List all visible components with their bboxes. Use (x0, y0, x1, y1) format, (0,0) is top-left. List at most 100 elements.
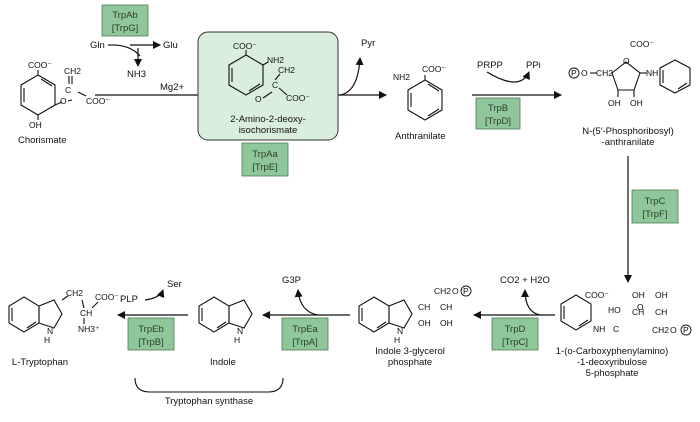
enzyme-trpaa-name: TrpAa (252, 149, 278, 160)
chorismate-ch2: CH2 (64, 66, 81, 76)
igp-n: N (397, 326, 403, 336)
cosubstrate-ppi: PPi (526, 60, 541, 71)
complex-label-bg (165, 395, 253, 406)
enzyme-trpab-name: TrpAb (112, 10, 138, 21)
tryptophan-synthase-bracket (134, 377, 284, 393)
cdrp-ch1: CH (632, 307, 644, 317)
tryptophan-label: L-Tryptophan (12, 357, 68, 368)
igp-oh2: OH (440, 318, 453, 328)
cofactor-plp: PLP (120, 294, 138, 305)
igp-ch2: CH (440, 302, 452, 312)
enzyme-trpaa-alias: [TrpE] (252, 162, 278, 173)
co2-arrow (521, 289, 541, 316)
cosubstrate-gln: Gln (90, 40, 105, 51)
enzyme-trpb-alias: [TrpD] (485, 116, 511, 127)
anthranilate-nh2: NH2 (393, 72, 410, 82)
trp-n: N (47, 326, 53, 336)
adic-structure: COO⁻ NH2 O C CH2 COO⁻ (228, 41, 310, 104)
pyr-arrow (339, 57, 364, 96)
trp-coo: COO⁻ (95, 292, 119, 302)
igp-ch1: CH (418, 302, 430, 312)
igp-o: O (452, 286, 459, 296)
enzyme-trpb-name: TrpB (488, 103, 508, 114)
indole-n: N (237, 326, 243, 336)
trp-h: H (44, 335, 50, 345)
igp-structure: H N CH CH OH OH CH2 O P (358, 285, 472, 345)
anthranilate-coo: COO⁻ (422, 64, 446, 74)
chorismate-o: O (60, 96, 67, 106)
prpp-ppi-arrow (486, 71, 530, 83)
pra-nh: NH (646, 68, 658, 78)
enzyme-trpeb-alias: [TrpB] (138, 337, 164, 348)
cosubstrate-ser: Ser (167, 279, 182, 290)
chorismate-coo2: COO⁻ (86, 96, 110, 106)
chorismate-c: C (65, 85, 71, 95)
igp-ch2o: CH2 (434, 286, 451, 296)
cdrp-label-line2: -1-deoxyribulose (577, 357, 647, 368)
enzyme-box-trpea (281, 317, 329, 351)
enzyme-trpea-alias: [TrpA] (292, 337, 318, 348)
adic-ch2: CH2 (278, 65, 295, 75)
cdrp-coo: COO⁻ (585, 290, 609, 300)
adic-coo: COO⁻ (233, 41, 257, 51)
pra-structure: P O CH2 O OH OH NH COO⁻ (568, 39, 691, 108)
cosubstrate-pyr: Pyr (361, 38, 375, 49)
cdrp-ho: HO (608, 305, 621, 315)
cosubstrate-co2-h2o: CO2 + H2O (500, 275, 550, 286)
cdrp-label-line1: 1-(o-Carboxyphenylamino) (556, 346, 668, 357)
igp-label-line2: phosphate (388, 357, 432, 368)
chorismate-oh: OH (29, 120, 42, 130)
igp-phosphate: P (463, 286, 469, 296)
trp-ch2: CH2 (66, 288, 83, 298)
enzyme-box-trpd (491, 317, 539, 351)
pra-oh2: OH (630, 98, 643, 108)
adic-label-line1: 2-Amino-2-deoxy- (230, 114, 306, 125)
tryptophan-synthase-label: Tryptophan synthase (165, 396, 253, 407)
indole-label: Indole (210, 357, 236, 368)
chorismate-structure: COO⁻ O C CH2 COO⁻ OH Chorismate (18, 60, 110, 146)
igp-h: H (394, 335, 400, 345)
adic-c: C (272, 80, 278, 90)
chorismate-coo: COO⁻ (28, 60, 52, 70)
chorismate-label: Chorismate (18, 135, 67, 146)
g3p-arrow (294, 289, 319, 316)
pra-ring-o: O (623, 56, 630, 66)
adic-intermediate-box (197, 31, 339, 141)
cosubstrate-nh3: NH3 (127, 69, 146, 80)
enzyme-trpc-alias: [TrpF] (643, 209, 668, 220)
enzyme-trpeb-name: TrpEb (138, 324, 164, 335)
cosubstrate-glu: Glu (163, 40, 178, 51)
cdrp-o: O (637, 302, 644, 312)
pra-oh1: OH (608, 98, 621, 108)
cdrp-label-line3: 5-phosphate (586, 368, 639, 379)
trp-nh3: NH3⁺ (78, 324, 100, 334)
tryptophan-structure: N H CH2 CH COO⁻ NH3⁺ (8, 288, 119, 345)
pra-phosphate: P (571, 68, 577, 78)
cdrp-nh: NH (593, 324, 605, 334)
cdrp-oh1: OH (632, 290, 645, 300)
enzyme-box-trpab (101, 4, 149, 37)
enzyme-trpea-name: TrpEa (292, 324, 318, 335)
enzyme-trpab-alias: [TrpG] (112, 23, 139, 34)
pra-ch2: CH2 (596, 68, 613, 78)
enzyme-box-trpaa (241, 142, 289, 177)
enzyme-trpd-alias: [TrpC] (502, 337, 528, 348)
cofactor-mg: Mg2+ (160, 82, 184, 93)
indole-structure: N H (198, 296, 253, 345)
enzyme-trpd-name: TrpD (505, 324, 526, 335)
igp-oh1: OH (418, 318, 431, 328)
gln-arrow-in (107, 44, 141, 57)
cdrp-ch2o: CH2 (652, 325, 669, 335)
anthranilate-structure: COO⁻ NH2 (393, 64, 446, 121)
adic-o: O (255, 94, 262, 104)
cosubstrate-prpp: PRPP (477, 60, 503, 71)
cdrp-phosphate: P (683, 325, 689, 335)
ser-arrow (144, 289, 165, 301)
cdrp-c: C (613, 324, 619, 334)
enzyme-trpc-name: TrpC (645, 196, 666, 207)
pra-o: O (581, 68, 588, 78)
enzyme-box-trpeb (127, 317, 175, 351)
pra-label-line2: -anthranilate (602, 137, 655, 148)
adic-nh2: NH2 (267, 55, 284, 65)
